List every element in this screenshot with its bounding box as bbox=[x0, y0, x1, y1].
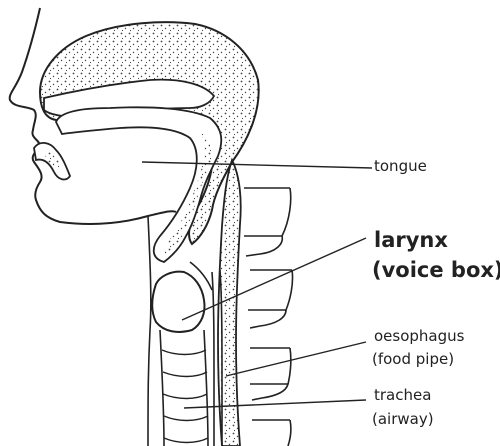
tongue-label: tongue bbox=[374, 157, 427, 175]
voice-box-label: (voice box) bbox=[372, 258, 500, 282]
food-pipe-label: (food pipe) bbox=[372, 350, 454, 368]
oesophagus-tube bbox=[212, 272, 214, 446]
trachea-label: trachea bbox=[374, 386, 431, 404]
spine-outline bbox=[244, 188, 292, 420]
tongue-leader-line bbox=[142, 162, 372, 168]
trachea-tube bbox=[160, 330, 208, 446]
trachea-rings bbox=[162, 350, 208, 443]
larynx-label: larynx bbox=[374, 228, 448, 252]
oesophagus-leader-line bbox=[226, 342, 366, 376]
oesophagus-label: oesophagus bbox=[374, 327, 464, 345]
airway-label: (airway) bbox=[372, 410, 434, 428]
neck-outline bbox=[148, 216, 151, 446]
trachea-leader-line bbox=[184, 400, 366, 408]
larynx-shape bbox=[152, 272, 204, 332]
